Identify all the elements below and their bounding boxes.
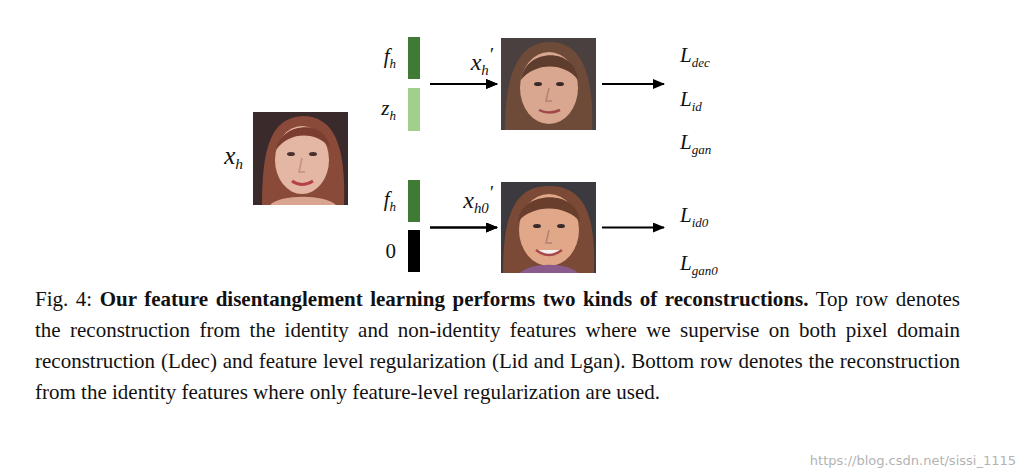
loss-term: Lid — [680, 81, 716, 125]
image-name: xh′ — [471, 44, 493, 79]
identity-only-face-picture — [501, 182, 596, 273]
input-face-picture — [253, 112, 348, 205]
face-image: xh — [253, 112, 348, 205]
feature-name: fh — [384, 187, 396, 215]
feature-name: fh — [384, 44, 396, 72]
feature-bar: fh — [408, 180, 420, 222]
figure-caption: Fig. 4: Our feature disentanglement lear… — [35, 284, 960, 408]
loss-list: LdecLidLgan — [680, 37, 716, 168]
reconstructed-face-picture — [501, 38, 596, 130]
image-name: xh0′ — [463, 182, 493, 217]
feature-name: 0 — [386, 239, 397, 264]
feature-bar: fh — [408, 37, 420, 79]
loss-term: Ldec — [680, 37, 716, 81]
image-name: xh — [224, 142, 243, 173]
arrow — [430, 227, 497, 229]
loss-term: Lgan0 — [680, 243, 722, 291]
feature-name: zh — [381, 96, 396, 124]
feature-bar: 0 — [408, 230, 420, 272]
arrow — [602, 227, 664, 229]
loss-list: Lid0Lgan0 — [680, 195, 722, 290]
arrow — [430, 83, 497, 85]
loss-term: Lgan — [680, 124, 716, 168]
feature-bar: zh — [408, 88, 420, 131]
watermark: https://blog.csdn.net/sissi_1115 — [810, 453, 1016, 468]
face-image: xh0′ — [501, 182, 596, 273]
arrow — [602, 83, 664, 85]
arrow — [430, 83, 497, 85]
face-image: xh′ — [501, 38, 596, 130]
loss-term: Lid0 — [680, 195, 722, 243]
arrow — [430, 227, 497, 229]
